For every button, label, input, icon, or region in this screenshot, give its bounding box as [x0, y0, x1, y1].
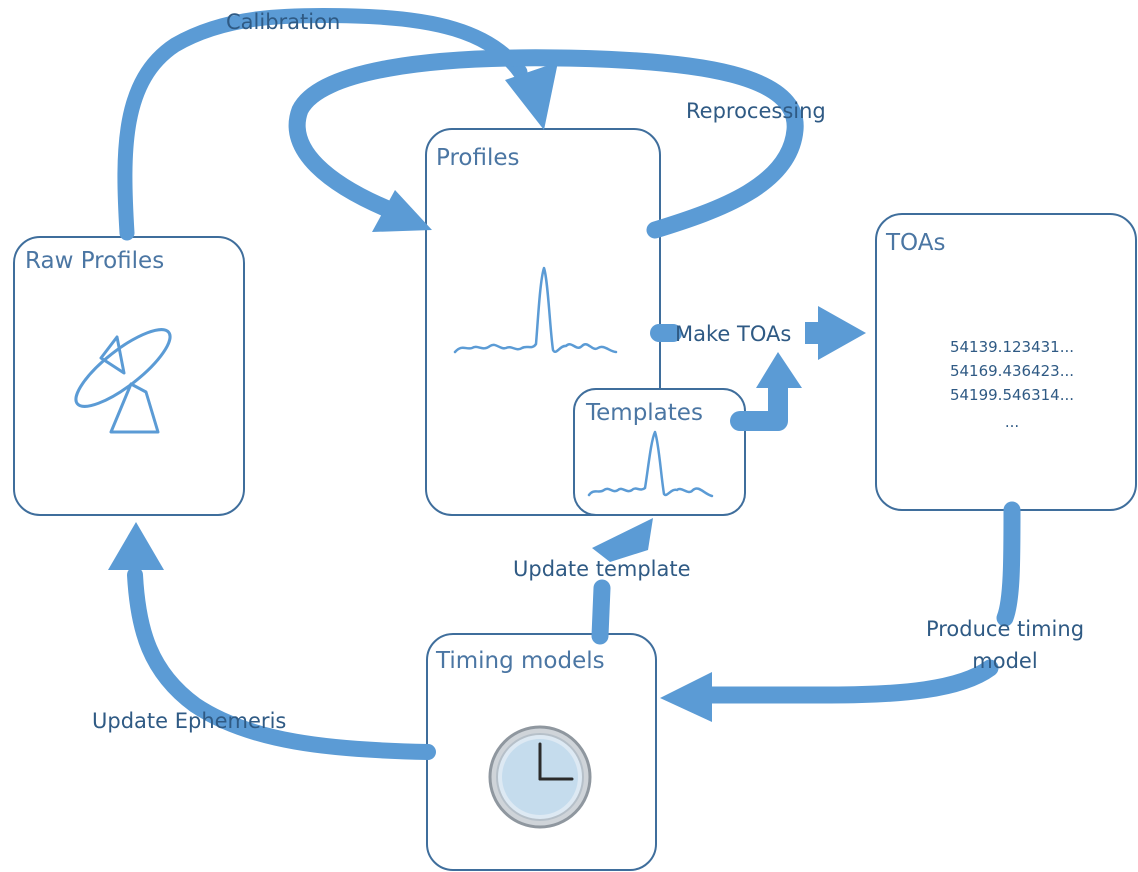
produce-timing-model-arrow	[696, 501, 1021, 704]
update-ephemeris-arrowhead	[108, 522, 164, 570]
raw-profiles-title: Raw Profiles	[25, 248, 164, 274]
calibration-arrow	[117, 7, 528, 241]
make-toas-label: Make TOAs	[675, 322, 791, 346]
templates-title: Templates	[585, 400, 703, 426]
produce-timing-model-arrowhead	[660, 672, 712, 722]
reprocessing-arrowhead	[372, 190, 432, 232]
toas-title: TOAs	[885, 230, 945, 256]
templates-to-toas-arrow	[730, 375, 788, 431]
reprocessing-arrow	[288, 49, 804, 239]
pulse-profile-icon	[587, 430, 714, 498]
update-ephemeris-label: Update Ephemeris	[92, 709, 286, 733]
calibration-arrowhead	[505, 62, 558, 130]
pulse-profile-icon	[453, 266, 618, 354]
update-template-arrowhead	[592, 518, 653, 562]
make-toas-arrowhead	[818, 306, 866, 360]
toa-line: 54169.436423...	[950, 362, 1074, 380]
satellite-dish-icon	[74, 328, 172, 434]
update-ephemeris-arrow	[127, 567, 436, 760]
raw-profiles-box	[13, 236, 245, 516]
profiles-title: Profiles	[436, 145, 520, 171]
templates-to-toas-arrowhead	[756, 352, 802, 388]
produce-timing-model-label-line2: model	[972, 649, 1037, 673]
update-template-arrow	[591, 579, 611, 645]
calibration-label: Calibration	[226, 10, 340, 34]
timing-models-title: Timing models	[435, 648, 605, 674]
toa-line: ...	[1005, 413, 1019, 431]
toa-line: 54139.123431...	[950, 338, 1074, 356]
produce-timing-model-label-line1: Produce timing	[926, 617, 1084, 641]
update-template-label: Update template	[513, 557, 691, 581]
clock-icon	[488, 725, 592, 829]
toa-line: 54199.546314...	[950, 386, 1074, 404]
reprocessing-label: Reprocessing	[686, 99, 826, 123]
